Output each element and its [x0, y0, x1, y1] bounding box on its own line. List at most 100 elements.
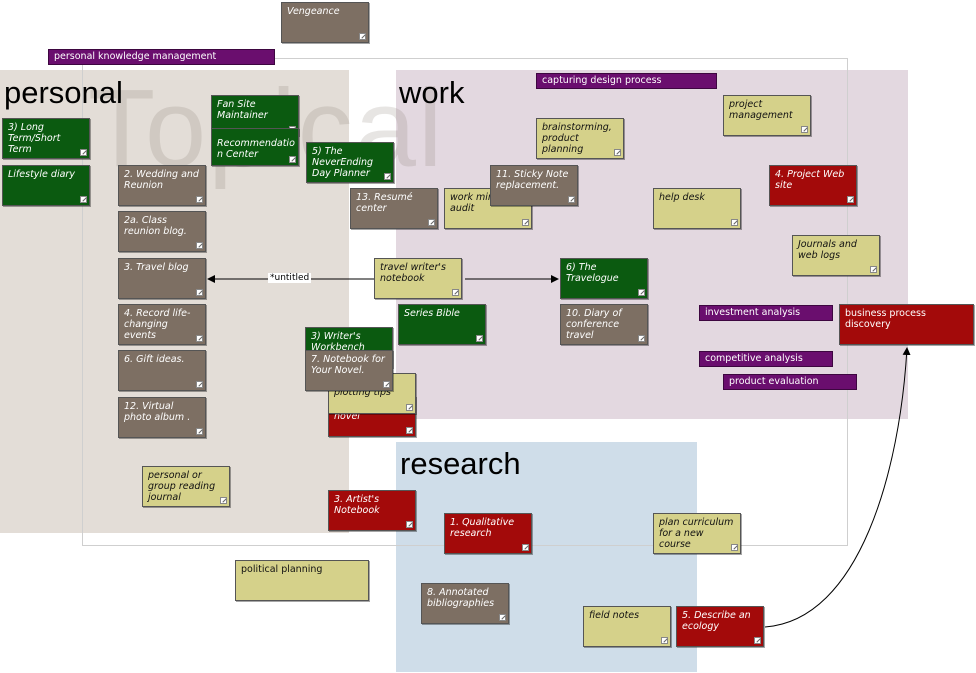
resize-grip-icon[interactable] [196, 196, 203, 203]
note-text: 5) The NeverEnding Day Planner [312, 146, 374, 179]
note-wedding-reunion[interactable]: 2. Wedding and Reunion [118, 165, 206, 206]
link-label-untitled[interactable]: *untitled [268, 273, 312, 283]
resize-grip-icon[interactable] [289, 156, 296, 163]
note-text: business process discovery [845, 308, 926, 330]
note-describe-ecology[interactable]: 5. Describe an ecology [676, 606, 764, 647]
tag-pkm[interactable]: personal knowledge management [48, 49, 275, 65]
resize-grip-icon[interactable] [568, 196, 575, 203]
note-conference-diary[interactable]: 10. Diary of conference travel [560, 304, 648, 345]
resize-grip-icon[interactable] [522, 219, 529, 226]
resize-grip-icon[interactable] [196, 428, 203, 435]
note-record-events[interactable]: 4. Record life-changing events [118, 304, 206, 345]
note-text: 5. Describe an ecology [682, 610, 751, 632]
note-travelogue[interactable]: 6) The Travelogue [560, 258, 648, 299]
note-neverending[interactable]: 5) The NeverEnding Day Planner [306, 142, 394, 183]
resize-grip-icon[interactable] [196, 381, 203, 388]
resize-grip-icon[interactable] [499, 614, 506, 621]
note-journals-weblogs[interactable]: Journals and web logs [792, 235, 880, 276]
note-travel-writers[interactable]: travel writer's notebook [374, 258, 462, 299]
resize-grip-icon[interactable] [196, 289, 203, 296]
note-notebook-novel[interactable]: 7. Notebook for Your Novel. [305, 350, 393, 391]
resize-grip-icon[interactable] [476, 335, 483, 342]
note-project-management[interactable]: project management [723, 95, 811, 136]
note-text: field notes [589, 610, 640, 621]
note-long-short-term[interactable]: 3) Long Term/Short Term [2, 118, 90, 159]
resize-grip-icon[interactable] [80, 196, 87, 203]
resize-grip-icon[interactable] [754, 637, 761, 644]
note-text: 1. Qualitative research [450, 517, 515, 539]
resize-grip-icon[interactable] [196, 242, 203, 249]
note-lifestyle-diary[interactable]: Lifestyle diary [2, 165, 90, 206]
tag-investment[interactable]: investment analysis [699, 305, 833, 321]
resize-grip-icon[interactable] [406, 404, 413, 411]
note-business-process[interactable]: business process discovery [839, 304, 974, 345]
note-gift-ideas[interactable]: 6. Gift ideas. [118, 350, 206, 391]
resize-grip-icon[interactable] [428, 219, 435, 226]
resize-grip-icon[interactable] [731, 219, 738, 226]
note-text: 11. Sticky Note replacement. [496, 169, 569, 191]
note-brainstorming[interactable]: brainstorming, product planning [536, 118, 624, 159]
note-text: 6. Gift ideas. [124, 354, 185, 365]
note-field-notes[interactable]: field notes [583, 606, 671, 647]
tag-capturing-design[interactable]: capturing design process [536, 73, 717, 89]
note-text: 13. Resumé center [356, 192, 413, 214]
resize-grip-icon[interactable] [638, 335, 645, 342]
note-sticky-note[interactable]: 11. Sticky Note replacement. [490, 165, 578, 206]
note-annotated-bib[interactable]: 8. Annotated bibliographies [421, 583, 509, 624]
note-text: 4. Record life-changing events [124, 308, 191, 341]
note-text: 2. Wedding and Reunion [124, 169, 199, 191]
note-plan-curriculum[interactable]: plan curriculum for a new course [653, 513, 741, 554]
resize-grip-icon[interactable] [638, 289, 645, 296]
resize-grip-icon[interactable] [406, 427, 413, 434]
note-virtual-photo[interactable]: 12. Virtual photo album . [118, 397, 206, 438]
note-personal-reading[interactable]: personal or group reading journal [142, 466, 230, 507]
resize-grip-icon[interactable] [847, 196, 854, 203]
resize-grip-icon[interactable] [870, 266, 877, 273]
note-text: brainstorming, product planning [542, 122, 612, 155]
personal-title: personal [4, 75, 123, 110]
resize-grip-icon[interactable] [383, 381, 390, 388]
note-text: Fan Site Maintainer [217, 99, 268, 121]
note-vengeance[interactable]: Vengeance [281, 2, 369, 43]
resize-grip-icon[interactable] [196, 335, 203, 342]
note-text: 12. Virtual photo album . [124, 401, 191, 423]
research-title: research [400, 446, 521, 481]
note-text: 4. Project Web site [775, 169, 845, 191]
note-text: 3) Writer's Workbench [311, 331, 365, 353]
link-arrow-curve [764, 347, 911, 628]
tag-product-eval[interactable]: product evaluation [723, 374, 857, 390]
resize-grip-icon[interactable] [731, 544, 738, 551]
work-title: work [399, 75, 465, 110]
note-artists-notebook[interactable]: 3. Artist's Notebook [328, 490, 416, 531]
note-text: travel writer's notebook [380, 262, 446, 284]
resize-grip-icon[interactable] [384, 173, 391, 180]
resize-grip-icon[interactable] [80, 149, 87, 156]
note-text: Recommendatio n Center [217, 138, 295, 160]
note-text: plotting tips [334, 387, 391, 398]
resize-grip-icon[interactable] [522, 544, 529, 551]
note-text: political planning [241, 564, 323, 575]
resize-grip-icon[interactable] [406, 521, 413, 528]
note-text: help desk [659, 192, 705, 203]
resize-grip-icon[interactable] [614, 149, 621, 156]
note-text: Series Bible [404, 308, 460, 319]
resize-grip-icon[interactable] [359, 33, 366, 40]
note-text: novel [334, 411, 360, 422]
resize-grip-icon[interactable] [801, 126, 808, 133]
note-class-reunion[interactable]: 2a. Class reunion blog. [118, 211, 206, 252]
resize-grip-icon[interactable] [661, 637, 668, 644]
tag-competitive[interactable]: competitive analysis [699, 351, 833, 367]
resize-grip-icon[interactable] [452, 289, 459, 296]
note-series-bible[interactable]: Series Bible [398, 304, 486, 345]
note-text: 10. Diary of conference travel [566, 308, 622, 341]
note-qualitative[interactable]: 1. Qualitative research [444, 513, 532, 554]
note-project-web[interactable]: 4. Project Web site [769, 165, 857, 206]
note-resume-center[interactable]: 13. Resumé center [350, 188, 438, 229]
resize-grip-icon[interactable] [220, 497, 227, 504]
note-text: 3. Travel blog [124, 262, 189, 273]
note-travel-blog[interactable]: 3. Travel blog [118, 258, 206, 299]
note-political[interactable]: political planning [235, 560, 369, 601]
note-help-desk[interactable]: help desk [653, 188, 741, 229]
note-recommendation-center[interactable]: Recommendatio n Center [211, 128, 299, 166]
note-text: plan curriculum for a new course [659, 517, 734, 550]
